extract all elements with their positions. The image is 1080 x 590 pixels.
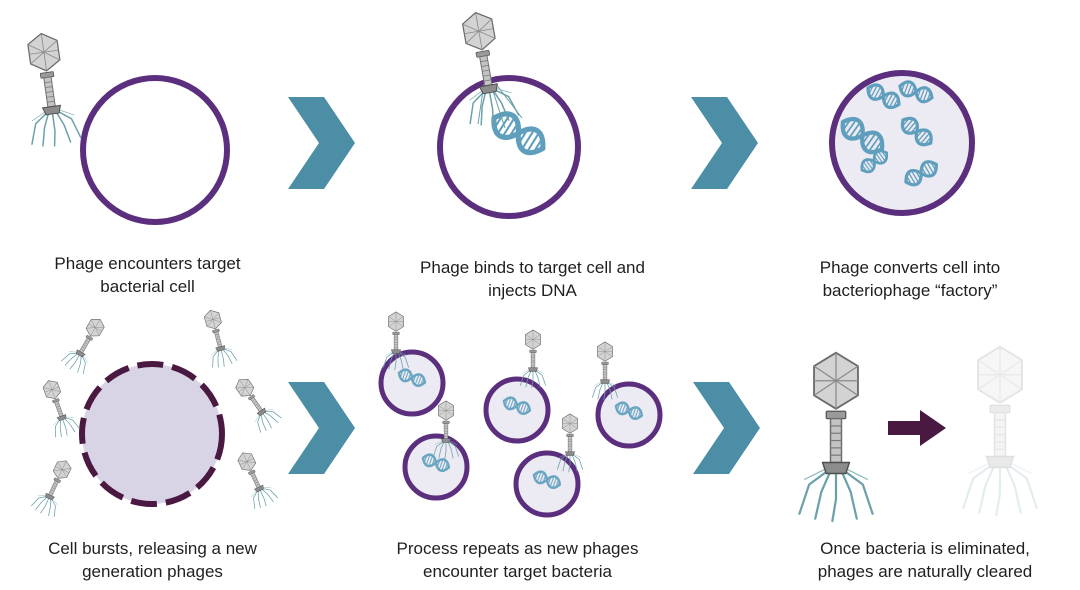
caption-line: bacterial cell: [100, 277, 195, 296]
caption-line: bacteriophage “factory”: [822, 281, 998, 300]
caption-line: encounter target bacteria: [422, 562, 612, 581]
step-repeat: [378, 311, 663, 518]
chevron-right-icon: [691, 97, 758, 189]
caption-burst: Cell bursts, releasing a new generation …: [20, 537, 285, 583]
bacteriophage-icon: [59, 312, 112, 377]
caption-inject: Phage binds to target cell and injects D…: [385, 256, 680, 302]
step-burst: [29, 306, 284, 520]
caption-line: Cell bursts, releasing a new: [48, 539, 257, 558]
infected-cell: [437, 75, 581, 219]
bacterial-cell: [80, 75, 230, 225]
caption-cleared: Once bacteria is eliminated, phages are …: [790, 537, 1060, 583]
caption-line: Phage converts cell into: [819, 258, 1001, 277]
bursting-cell: [79, 361, 225, 507]
caption-line: Process repeats as new phages: [396, 539, 639, 558]
caption-line: Phage encounters target: [54, 254, 241, 273]
bacteriophage-icon: [962, 345, 1038, 517]
chevron-right-icon: [288, 382, 355, 474]
bacteriophage-icon: [197, 306, 238, 370]
bacteriophage-icon: [36, 375, 81, 440]
caption-line: Once bacteria is eliminated,: [820, 539, 1030, 558]
chevron-right-icon: [693, 382, 760, 474]
step-inject: [437, 7, 581, 219]
arrow-right-icon: [888, 410, 946, 446]
bacteriophage-icon: [29, 455, 79, 520]
infected-cell: [378, 349, 446, 417]
caption-line: phages are naturally cleared: [817, 562, 1033, 581]
bacteriophage-icon: [228, 372, 284, 435]
caption-repeat: Process repeats as new phages encounter …: [370, 537, 665, 583]
bacteriophage-icon: [16, 29, 83, 150]
chevron-right-icon: [288, 97, 355, 189]
caption-encounter: Phage encounters target bacterial cell: [20, 252, 275, 298]
step-cleared: [798, 345, 1038, 523]
caption-line: Phage binds to target cell and: [420, 258, 645, 277]
step-encounter: [16, 29, 230, 225]
caption-line: generation phages: [82, 562, 223, 581]
phage-factory-cell: [829, 70, 975, 216]
step-factory: [829, 70, 975, 216]
caption-line: injects DNA: [488, 281, 577, 300]
bacteriophage-icon: [230, 447, 280, 512]
bacteriophage-icon: [798, 351, 874, 523]
caption-factory: Phage converts cell into bacteriophage “…: [785, 256, 1035, 302]
